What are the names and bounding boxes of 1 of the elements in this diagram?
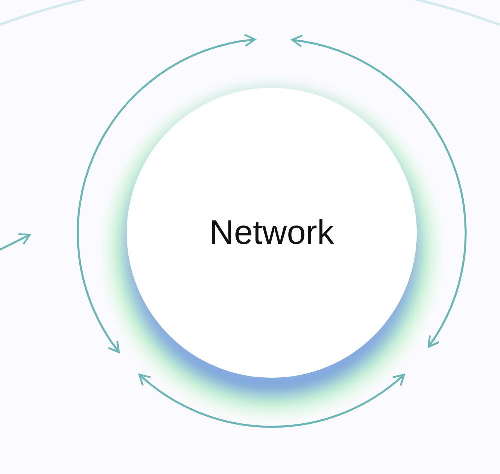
node-label: Network — [210, 214, 334, 252]
